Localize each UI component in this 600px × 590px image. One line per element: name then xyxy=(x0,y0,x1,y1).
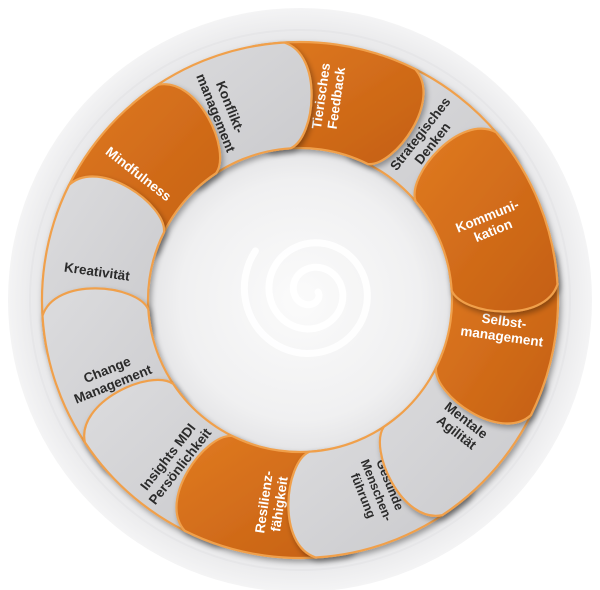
outer-plate-rim xyxy=(29,29,571,571)
segment-9: Konflikt-management xyxy=(127,41,313,187)
center-spiral xyxy=(240,239,371,358)
segments-ring: StrategischesDenkenTierischesFeedbackKon… xyxy=(40,40,560,560)
segment-shape-0 xyxy=(413,127,559,313)
segment-0: Kommuni-kation xyxy=(413,127,559,313)
segment-label-line: Selbst- xyxy=(481,311,528,332)
